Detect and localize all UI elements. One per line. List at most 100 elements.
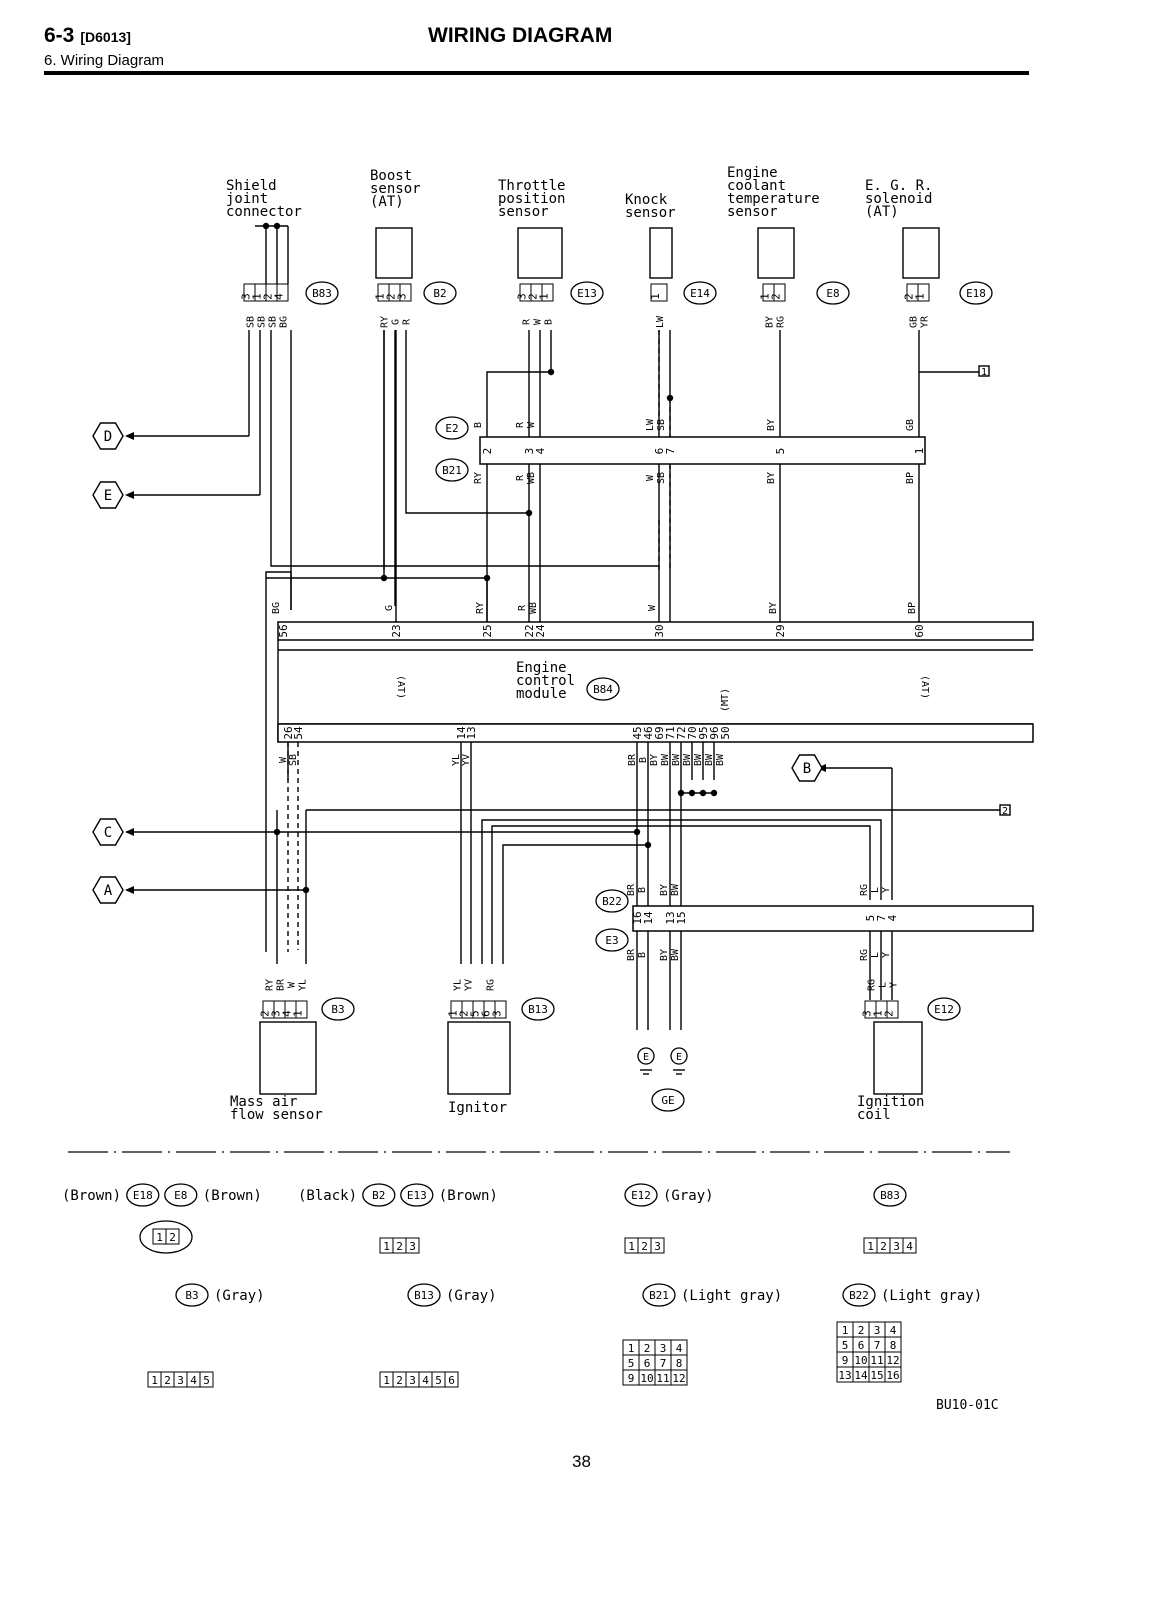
component-b13-connector-pin-2: 2 <box>458 1010 471 1017</box>
ref-box-2 <box>999 804 1011 816</box>
legend-b22-connector-pin-13: 13 <box>838 1369 851 1382</box>
component-e8-oval <box>816 281 850 305</box>
component-e14-wire-LW: LW <box>655 315 666 328</box>
ecm-wire-YV: YV <box>461 754 472 766</box>
legend-b83-connector-cell <box>902 1237 917 1254</box>
at-note-2: (AT) <box>919 675 930 699</box>
ecm-wire-WB: WB <box>528 602 539 614</box>
component-b3-connector-pin-2: 2 <box>259 1010 272 1017</box>
ecm-wire-BR: BR <box>627 753 638 766</box>
legend-b21-connector-pin-3: 3 <box>660 1342 667 1355</box>
legend-b83-b83-tag: B83 <box>880 1189 900 1202</box>
component-b3-connector-pin-1: 1 <box>292 1010 305 1017</box>
terminal-b-hex <box>791 754 823 782</box>
component-b83-connector-pin-2: 2 <box>262 293 275 300</box>
connector-b22-e3 <box>632 905 1034 932</box>
ecm-pin-26: 26 <box>282 726 295 739</box>
legend-b13-connector-pin-5: 5 <box>435 1374 442 1387</box>
ecm-lower-connector <box>277 723 1034 743</box>
component-e8-wire-RG: RG <box>776 316 787 328</box>
b21-wire-W: W <box>645 474 656 481</box>
legend-e12-connector-pin-2: 2 <box>641 1240 648 1253</box>
component-e18-label: E. G. R. <box>865 178 932 194</box>
b22-wire-Y: Y <box>881 887 892 893</box>
ecm-wire-BW: BW <box>660 753 671 766</box>
section-code: [D6013] <box>80 29 131 45</box>
legend-b3-connector-pin-5: 5 <box>203 1374 210 1387</box>
component-e12-label: Ignition <box>857 1094 924 1110</box>
component-b2-label: Boost <box>370 168 412 184</box>
e2-wire-LW: LW <box>645 418 656 431</box>
legend-e18-e8-e8-tag: E8 <box>174 1189 187 1202</box>
component-e18-wire-GB: GB <box>909 316 920 328</box>
ground-symbol <box>670 1047 688 1065</box>
component-e18-oval <box>959 281 993 305</box>
wire <box>270 556 659 567</box>
component-e8-label: sensor <box>727 204 778 220</box>
b22-wire-BW: BW <box>670 883 681 896</box>
connector-b21-oval <box>435 458 469 482</box>
component-e14-connector-pin-1: 1 <box>649 293 662 300</box>
b22-pin-16: 16 <box>631 911 644 924</box>
e2-wire-BY: BY <box>766 419 777 431</box>
ecm-wire-W: W <box>647 604 658 611</box>
component-b13-tag: B13 <box>528 1003 548 1016</box>
component-b3-connector-pin-3: 3 <box>270 1010 283 1017</box>
legend-b83-connector-pin-1: 1 <box>867 1240 874 1253</box>
e2-pin-5: 5 <box>774 448 787 455</box>
diagram-code: BU10-01C <box>936 1398 999 1413</box>
ecm-label: Engine <box>516 660 567 676</box>
e2-pin-2: 2 <box>481 448 494 455</box>
e2-wire-R: R <box>515 421 526 428</box>
ref-2: 2 <box>1002 806 1008 817</box>
legend-b13-b13-oval <box>407 1283 441 1307</box>
component-b2-body <box>375 227 413 279</box>
b22-pin-4: 4 <box>886 914 899 921</box>
connector-e2-tag: E2 <box>445 422 458 435</box>
legend-b83-b83-oval <box>873 1183 907 1207</box>
component-e12-connector-pin-2: 2 <box>883 1010 896 1017</box>
legend-b22-connector-pin-11: 11 <box>870 1354 883 1367</box>
component-e14-oval <box>683 281 717 305</box>
component-e12-connector-cell <box>886 1000 899 1019</box>
component-e12-wire-Y: Y <box>889 982 900 988</box>
legend-b3-connector-pin-2: 2 <box>164 1374 171 1387</box>
component-b3-body <box>259 1021 317 1095</box>
component-e18-label: solenoid <box>865 191 932 207</box>
legend-b22-connector-pin-14: 14 <box>854 1369 868 1382</box>
legend-b22-connector-pin-10: 10 <box>854 1354 867 1367</box>
legend-b22-connector-pin-7: 7 <box>874 1339 881 1352</box>
legend-b83-connector-pin-2: 2 <box>880 1240 887 1253</box>
component-b83-wire-SB: SB <box>268 316 279 328</box>
component-e12-connector-pin-1: 1 <box>872 1010 885 1017</box>
legend-e18-e8-e18-oval <box>126 1183 160 1207</box>
component-e12-label: coil <box>857 1107 891 1123</box>
legend-b2-connector-pin-2: 2 <box>396 1240 403 1253</box>
b21-wire-WB: WB <box>526 472 537 484</box>
legend-b3-connector-pin-3: 3 <box>177 1374 184 1387</box>
e2-pin-6: 6 <box>653 448 666 455</box>
e2-pin-4: 4 <box>534 447 547 454</box>
component-e14-body <box>649 227 673 279</box>
component-e13-connector-pin-3: 3 <box>516 293 529 300</box>
legend-b22-connector-pin-6: 6 <box>858 1339 865 1352</box>
ecm-pin-46: 46 <box>642 726 655 739</box>
junction-dot <box>666 394 674 402</box>
component-e13-tag: E13 <box>577 287 597 300</box>
legend-b2-e13-post: (Brown) <box>439 1188 498 1204</box>
ecm-wire-G: G <box>384 605 395 611</box>
component-e18-connector-pin-1: 1 <box>914 293 927 300</box>
component-b3-label: Mass air <box>230 1094 297 1110</box>
component-e8-tag: E8 <box>826 287 839 300</box>
component-e14-label: sensor <box>625 205 676 221</box>
ecm-wire-BY: BY <box>649 754 660 766</box>
legend-b13-connector-pin-3: 3 <box>409 1374 416 1387</box>
arrow-head <box>125 886 134 894</box>
ecm-wire-SB: SB <box>288 754 299 766</box>
b21-wire-SB: SB <box>656 472 667 484</box>
ecm-pin-71: 71 <box>664 726 677 739</box>
e3-wire-L: L <box>870 952 881 958</box>
e2-wire-W: W <box>526 421 537 428</box>
component-b2-connector-cell <box>399 283 412 302</box>
legend-b21-b21-oval <box>642 1283 676 1307</box>
